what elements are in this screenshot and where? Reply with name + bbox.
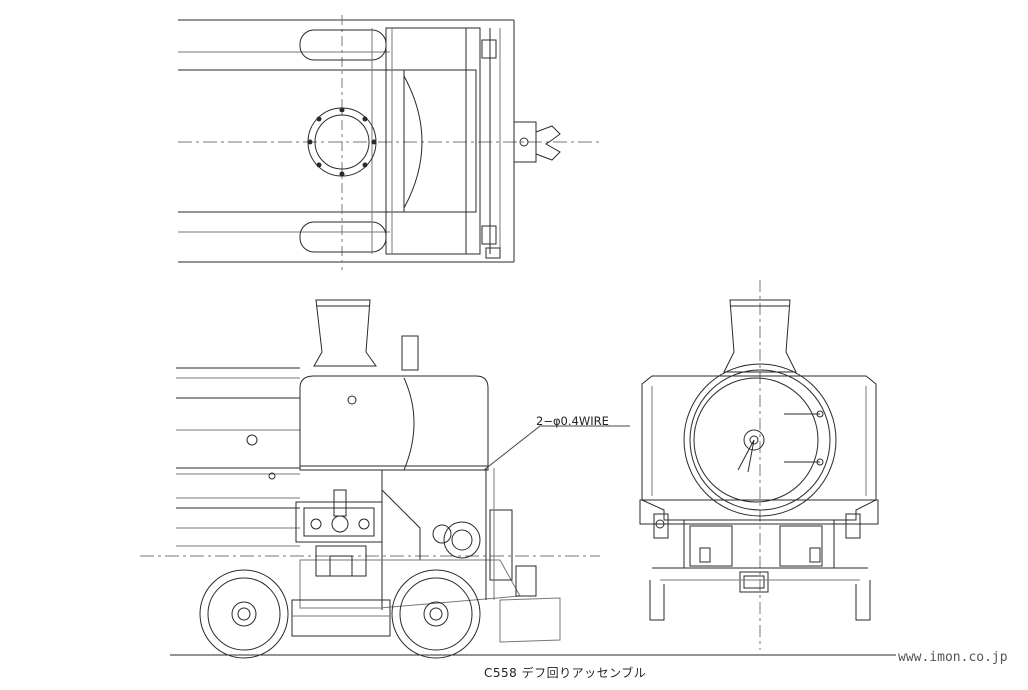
chimney-side bbox=[314, 300, 376, 366]
top-plan-view bbox=[178, 15, 600, 270]
side-elevation-view bbox=[140, 300, 896, 658]
valve-gear-disc bbox=[444, 522, 480, 558]
buffer-top-left bbox=[300, 30, 386, 60]
buffer-bottom-left bbox=[300, 222, 386, 252]
leading-wheel-right bbox=[392, 570, 480, 658]
drawing-caption: C558 デフ回りアッセンブル bbox=[484, 666, 647, 680]
coupler-plan bbox=[514, 122, 536, 162]
smokebox-door-front bbox=[684, 364, 836, 516]
smoke-deflectors-front bbox=[642, 376, 876, 520]
wire-annotation-label: 2−φ0.4WIRE bbox=[536, 414, 609, 428]
chimney-front bbox=[724, 300, 796, 372]
front-view bbox=[640, 280, 878, 650]
leading-wheel-left bbox=[200, 570, 288, 658]
smokebox-side bbox=[300, 376, 488, 470]
watermark-text: www.imon.co.jp bbox=[898, 650, 1008, 665]
